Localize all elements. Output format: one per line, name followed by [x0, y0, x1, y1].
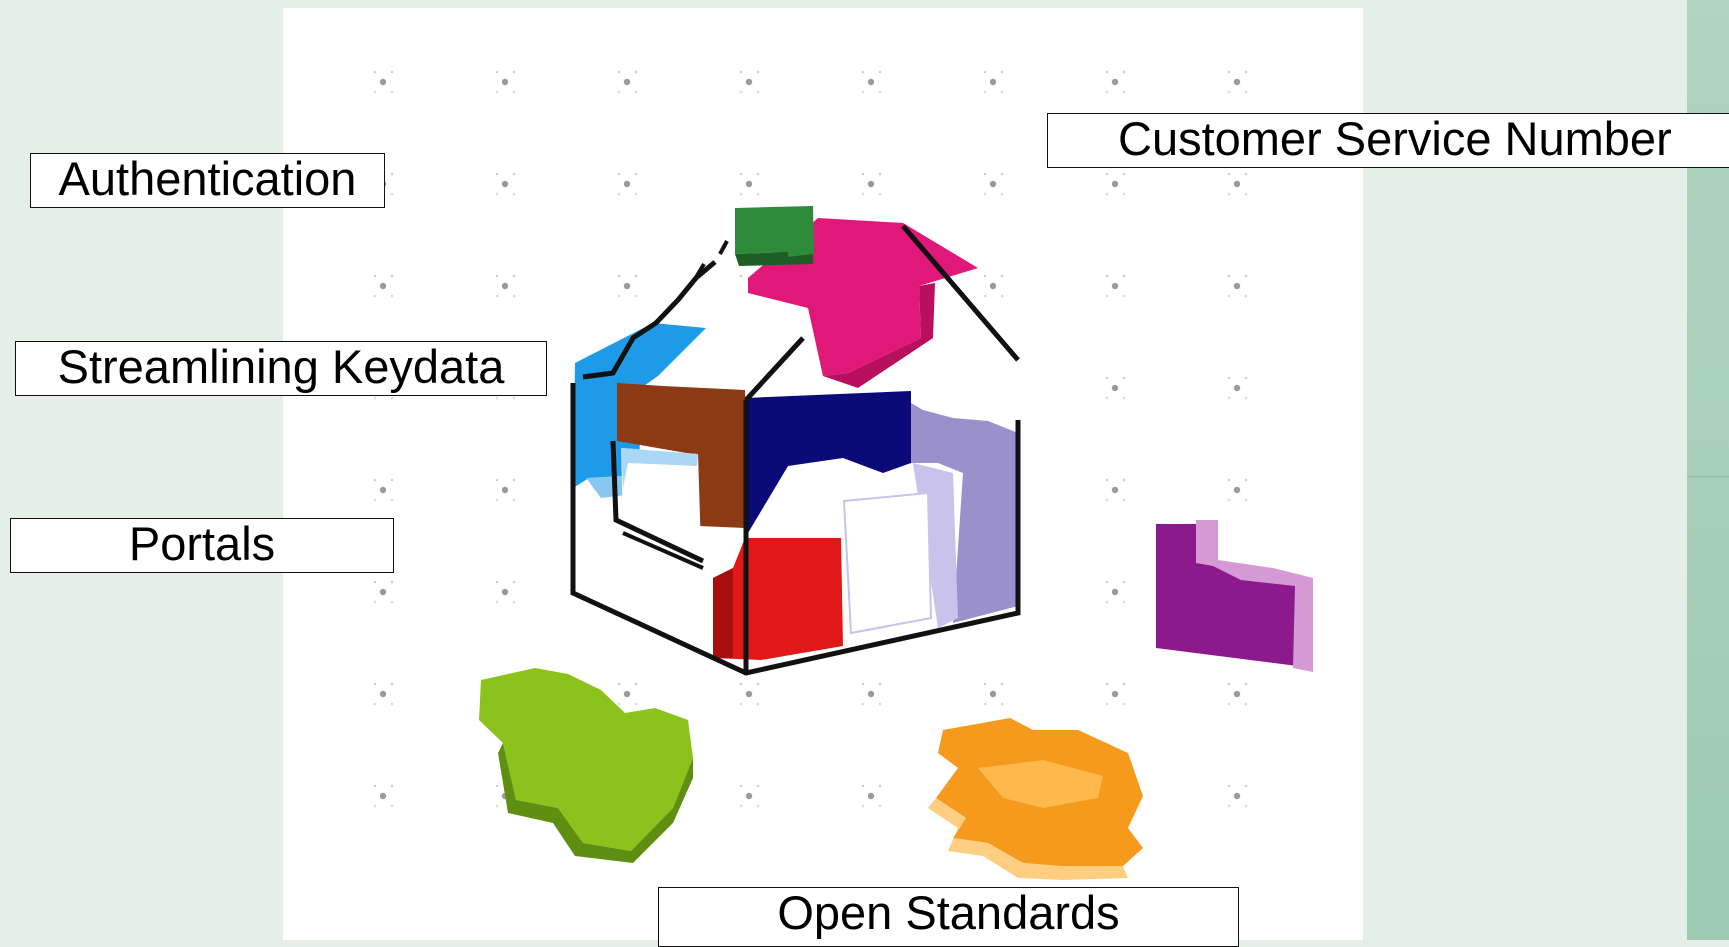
green-chimney-shadow [735, 252, 813, 266]
orange-piece-shine [978, 760, 1103, 808]
customer-service-number-label: Customer Service Number [1047, 113, 1729, 168]
purple-piece-highlight [1196, 520, 1313, 672]
authentication-label: Authentication [30, 153, 385, 208]
streamlining-keydata-label: Streamlining Keydata [15, 341, 547, 396]
orange-puzzle-piece [928, 718, 1143, 880]
lime-piece-body [479, 668, 693, 851]
open-standards-label: Open Standards [658, 887, 1239, 947]
window-frame [610, 440, 705, 564]
purple-puzzle-piece [1156, 520, 1313, 672]
roof-edge-tick-2 [690, 262, 706, 286]
eave-edge [744, 336, 805, 402]
green-chimney-piece [735, 206, 814, 257]
house-group [570, 206, 1021, 676]
door-opening [842, 491, 933, 635]
purple-piece-body [1156, 524, 1313, 668]
window-glass-tint [621, 448, 698, 488]
portals-label: Portals [10, 518, 394, 573]
window-opening [621, 448, 701, 548]
red-wall-shadow [713, 568, 733, 658]
brown-wall-piece [617, 383, 747, 528]
window-sill [622, 531, 704, 570]
navy-wall-piece [745, 391, 911, 538]
lime-puzzle-piece [479, 668, 693, 863]
orange-piece-highlight [928, 798, 1128, 880]
roof-edge-tick-1 [718, 240, 729, 255]
lavender-wall-piece [911, 403, 1018, 623]
roof-edge-right [901, 224, 1020, 362]
magenta-roof-shadow [823, 283, 935, 388]
